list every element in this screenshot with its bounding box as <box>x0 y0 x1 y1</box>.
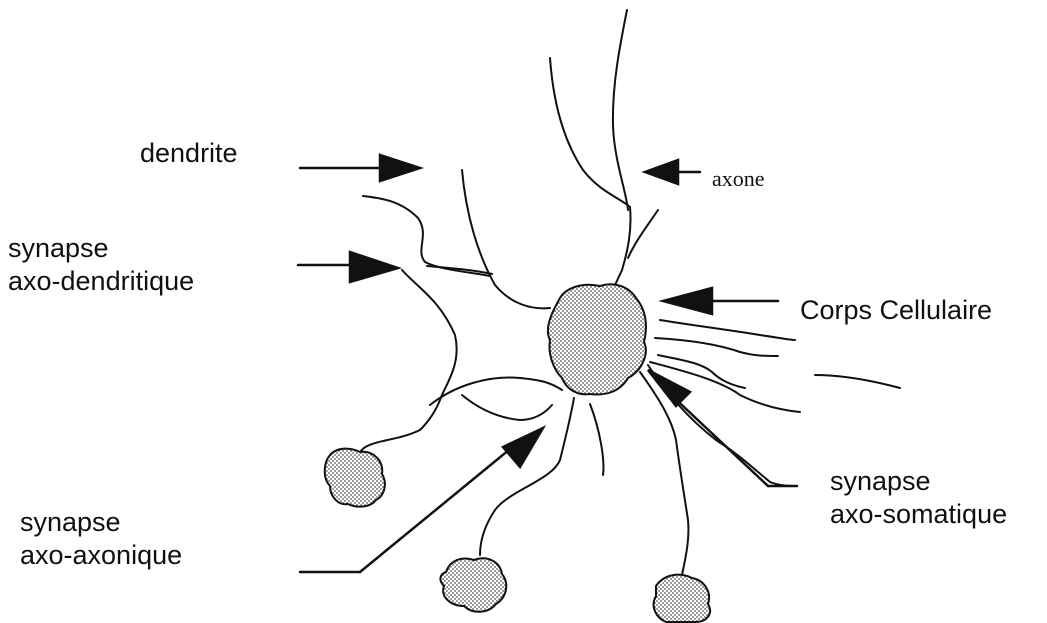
dendrite-arrowhead <box>380 155 420 181</box>
axon-branch <box>628 210 658 258</box>
label-synapse-axo-dendritique: synapse axo-dendritique <box>8 232 194 298</box>
label-synapse-axo-axonique: synapse axo-axonique <box>20 506 182 572</box>
dendrite-branch <box>655 338 778 356</box>
label-line-1: synapse <box>8 232 194 265</box>
axo-axonique-arrow-shaft <box>360 445 515 572</box>
axon-main <box>610 207 631 295</box>
label-line-1: synapse <box>20 506 182 539</box>
presynaptic-cell-center <box>440 558 506 611</box>
axo-somatique-arrow-shaft <box>668 392 768 486</box>
axo-axonique-arrowhead <box>503 428 543 467</box>
axon-branch <box>550 58 630 207</box>
dendrite-branch <box>430 377 562 405</box>
corps-arrowhead <box>663 288 712 314</box>
presynaptic-cell-right <box>654 575 710 622</box>
dendrite-branch <box>480 398 574 555</box>
presynaptic-cell-left <box>325 449 385 507</box>
dendrite-branch <box>462 170 550 308</box>
label-axone: axone <box>712 162 765 195</box>
label-line-1: synapse <box>830 465 1007 498</box>
label-line-2: axo-axonique <box>20 539 182 572</box>
dendrite-branch <box>590 404 603 475</box>
dendrite-branch <box>350 270 457 470</box>
label-corps-cellulaire: Corps Cellulaire <box>800 294 992 327</box>
cell-body <box>548 284 646 394</box>
axone-arrowhead <box>645 160 678 184</box>
label-synapse-axo-somatique: synapse axo-somatique <box>830 465 1007 531</box>
pointer-line <box>427 266 492 274</box>
label-line-2: axo-dendritique <box>8 265 194 298</box>
label-dendrite: dendrite <box>140 137 238 170</box>
axo-dendritique-arrowhead <box>350 252 398 282</box>
axon-branch <box>613 10 628 210</box>
axo-somatique-arrowhead <box>648 370 690 406</box>
label-line-2: axo-somatique <box>830 498 1007 531</box>
dendrite-branch <box>815 375 900 388</box>
dendrite-branch <box>660 320 795 340</box>
dendrite-branch <box>462 395 552 420</box>
